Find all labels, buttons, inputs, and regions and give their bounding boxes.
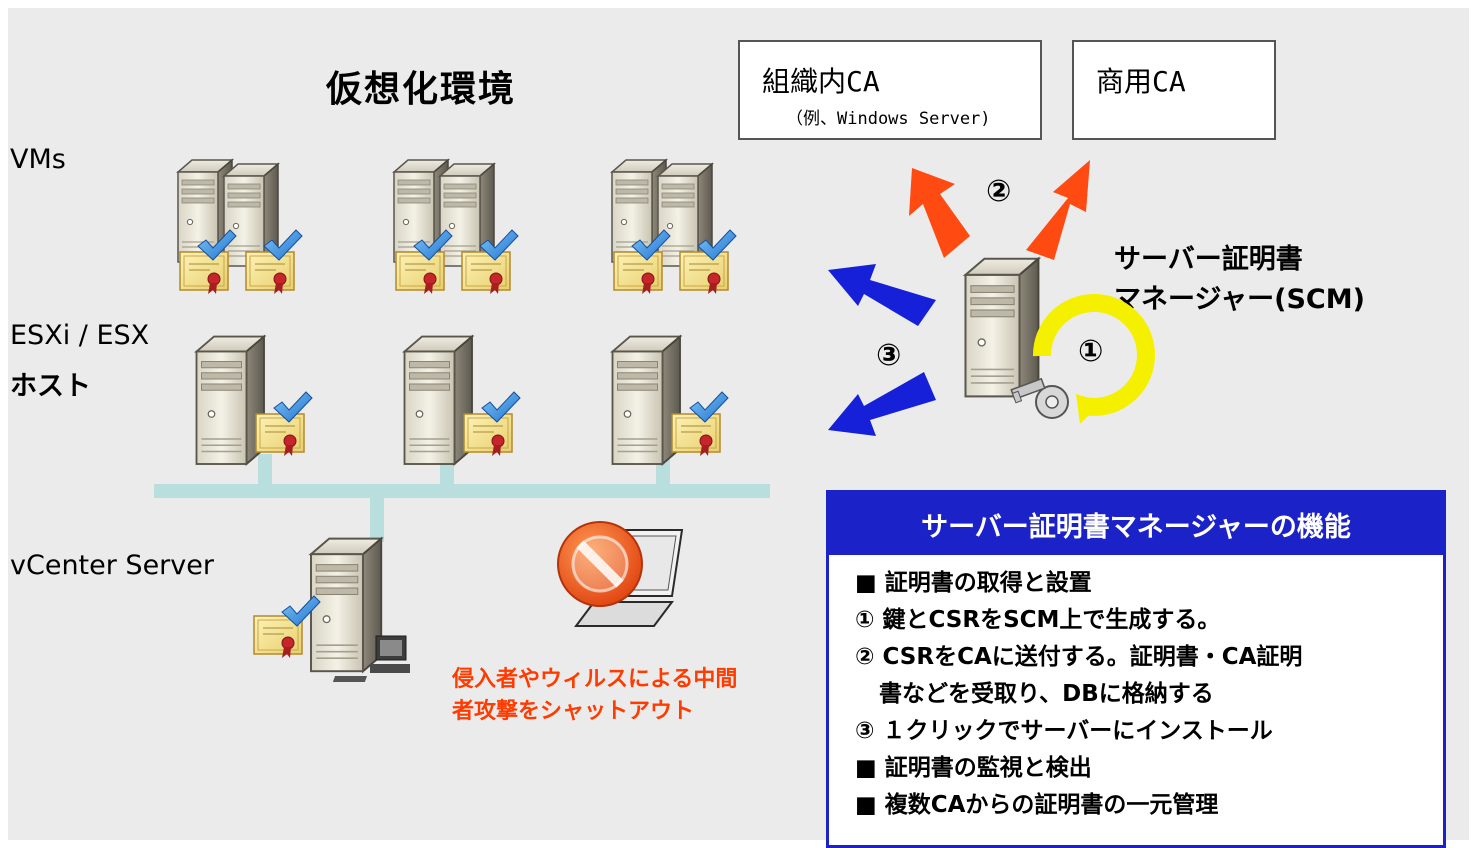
esx-host-3 <box>611 335 729 465</box>
certificate-icon <box>461 251 511 295</box>
feature-item: ① 鍵とCSRをSCM上で生成する。 <box>855 607 1221 633</box>
esx-host-1 <box>195 335 313 465</box>
server-icon <box>195 335 265 465</box>
blue-arrow-to-vms <box>828 264 936 326</box>
commercial-ca-box: 商用CA <box>1072 40 1276 140</box>
esx-host-2 <box>403 335 521 465</box>
certificate-icon <box>463 413 513 457</box>
warning-line2: 者攻撃をシャットアウト <box>452 699 695 724</box>
commercial-ca-title: 商用CA <box>1096 65 1186 98</box>
feature-list: ■ 証明書の取得と設置 ① 鍵とCSRをSCM上で生成する。 ② CSRをCAに… <box>829 555 1443 824</box>
scm-label-line1: サーバー証明書 <box>1114 244 1303 275</box>
feature-item: ■ 複数CAからの証明書の一元管理 <box>855 792 1219 818</box>
scm-server <box>964 257 1155 424</box>
network-bus <box>154 484 770 498</box>
refresh-ring-icon <box>1032 293 1155 424</box>
certificate-icon <box>179 251 229 295</box>
certificate-icon <box>671 413 721 457</box>
scm-label-line2: マネージャー(SCM) <box>1114 284 1365 315</box>
red-arrow-to-internal-ca <box>909 168 970 258</box>
host-label: ホスト <box>10 371 91 402</box>
network-drop-host1 <box>258 454 272 486</box>
certificate-icon <box>395 251 445 295</box>
certificate-icon <box>613 251 663 295</box>
vm-group-1 <box>177 159 303 295</box>
page-title: 仮想化環境 <box>326 69 517 110</box>
diagram-canvas: 仮想化環境 VMs ESXi / ESX ホスト vCenter Server … <box>8 8 1469 848</box>
vm-group-3 <box>611 159 737 295</box>
certificate-icon <box>679 251 729 295</box>
key-icon <box>1010 377 1069 419</box>
feature-item: ■ 証明書の取得と設置 <box>855 570 1092 596</box>
server-icon <box>403 335 473 465</box>
step-two-marker: ② <box>986 174 1012 209</box>
prohibited-laptop-icon <box>557 521 684 627</box>
vcenter-label: vCenter Server <box>10 550 214 581</box>
esx-label: ESXi / ESX <box>10 320 150 351</box>
feature-item: 書などを受取り、DBに格納する <box>855 681 1214 707</box>
vms-label: VMs <box>10 144 66 175</box>
warning-line1: 侵入者やウィルスによる中間 <box>452 667 738 692</box>
arrows-layer <box>828 160 1090 436</box>
blue-arrow-to-hosts <box>828 372 936 436</box>
red-arrow-to-commercial-ca <box>1026 160 1090 260</box>
workstation-icon <box>332 635 410 682</box>
feature-item: ② CSRをCAに送付する。証明書・CA証明 <box>855 644 1303 670</box>
certificate-icon <box>255 413 305 457</box>
server-icon <box>964 257 1040 398</box>
feature-box: サーバー証明書マネージャーの機能 ■ 証明書の取得と設置 ① 鍵とCSRをSCM… <box>826 490 1446 848</box>
internal-ca-title: 組織内CA <box>762 65 880 98</box>
internal-ca-subtitle: （例、Windows Server) <box>786 109 991 129</box>
vm-group-2 <box>393 159 519 295</box>
internal-ca-box: 組織内CA （例、Windows Server) <box>738 40 1042 140</box>
network-drop-vcenter <box>370 496 384 542</box>
server-icon <box>611 335 681 465</box>
feature-box-header: サーバー証明書マネージャーの機能 <box>829 493 1443 555</box>
feature-item: ③ １クリックでサーバーにインストール <box>855 718 1273 744</box>
feature-item: ■ 証明書の監視と検出 <box>855 755 1092 781</box>
vcenter-server <box>253 537 410 682</box>
step-one-marker: ① <box>1078 334 1104 369</box>
server-icon <box>310 537 383 673</box>
certificate-icon <box>245 251 295 295</box>
step-three-marker: ③ <box>876 338 902 373</box>
